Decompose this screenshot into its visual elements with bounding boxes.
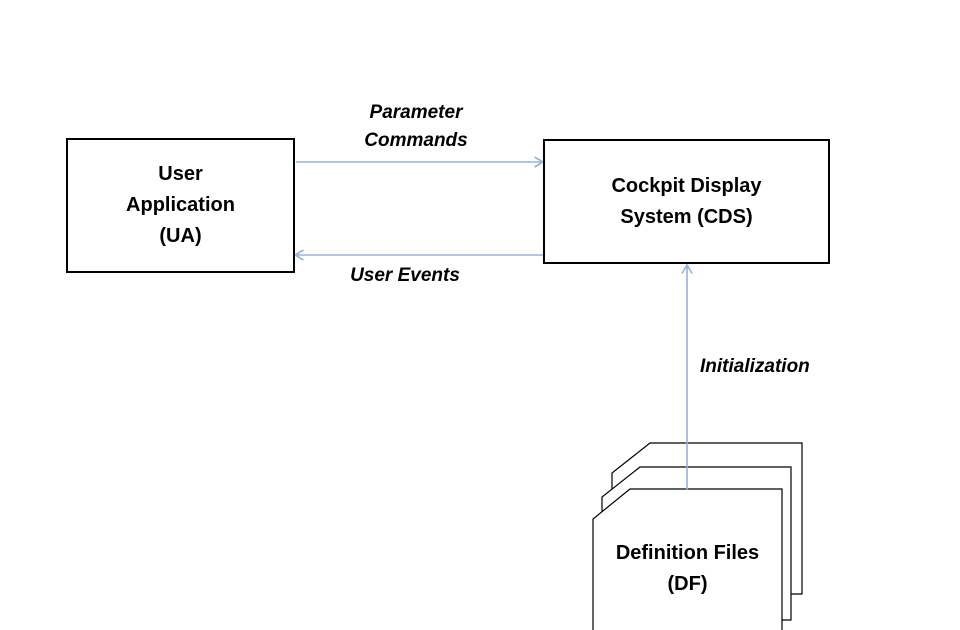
arrowhead-left-icon bbox=[293, 249, 304, 261]
node-user-application-label-line: Application bbox=[126, 194, 235, 216]
edge-label-parameter-commands-line: Commands bbox=[364, 130, 468, 151]
edge-label-user-events: User Events bbox=[350, 265, 460, 286]
edge-label-parameter-commands: Parameter Commands bbox=[330, 99, 502, 155]
node-definition-files-label-line: (DF) bbox=[667, 573, 708, 595]
node-definition-files-label-line: Definition Files bbox=[615, 542, 760, 564]
edge-initialization-arrow bbox=[681, 263, 693, 490]
edge-label-parameter-commands-line: Parameter bbox=[369, 102, 463, 123]
definition-files-page-stack bbox=[592, 442, 803, 630]
node-user-application: User Application (UA) bbox=[66, 138, 295, 273]
node-definition-files-label: Definition Files (DF) bbox=[593, 538, 782, 600]
node-cockpit-display-system-label-line: System (CDS) bbox=[620, 205, 753, 228]
node-cockpit-display-system-label-line: Cockpit Display bbox=[611, 174, 762, 197]
node-cockpit-display-system: Cockpit Display System (CDS) bbox=[543, 139, 830, 264]
node-user-application-label-line: (UA) bbox=[159, 225, 202, 247]
edge-parameter-commands-arrow bbox=[296, 156, 545, 168]
edge-user-events-arrow bbox=[293, 249, 543, 261]
arrowhead-up-icon bbox=[681, 263, 693, 274]
node-user-application-label-line: User bbox=[158, 163, 203, 185]
page-front bbox=[592, 488, 783, 630]
edge-label-initialization: Initialization bbox=[700, 356, 810, 377]
